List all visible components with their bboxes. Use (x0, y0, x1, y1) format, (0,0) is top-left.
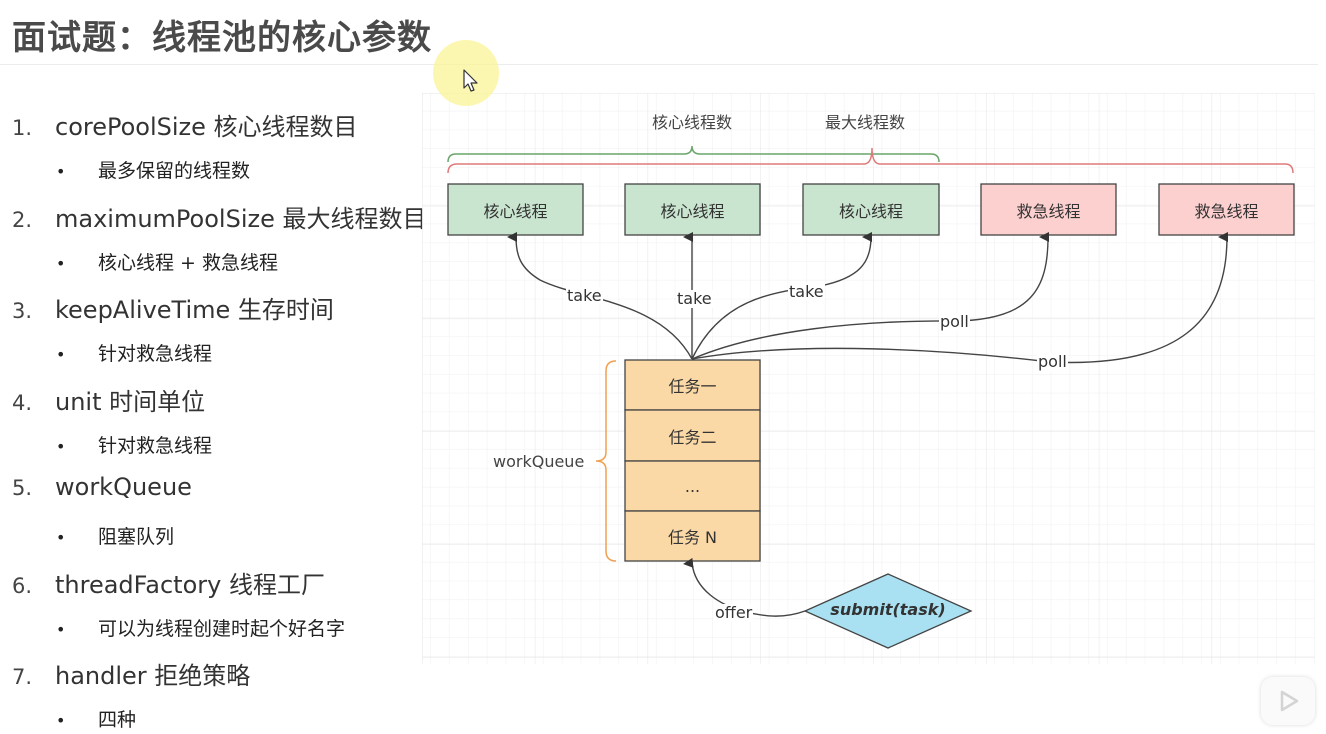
thread-label: 核心线程 (838, 201, 903, 221)
core-thread-box (802, 183, 940, 236)
emergency-thread-box (1158, 183, 1295, 236)
queue-slot (624, 409, 761, 462)
note-text: 阻塞队列 (98, 526, 175, 548)
note-text: 最多保留的线程数 (98, 160, 251, 182)
mouse-pointer-icon (463, 69, 478, 92)
workqueue-label: workQueue (493, 452, 585, 471)
offer-label: offer (714, 603, 754, 622)
bullet-icon: • (56, 437, 66, 456)
submit-label: submit(task) (830, 600, 946, 619)
note-text: 针对救急线程 (98, 435, 213, 457)
task-label: 任务 N (667, 528, 718, 547)
edge-label: poll (939, 312, 970, 331)
task-label: 任务二 (668, 427, 717, 447)
edge-label: take (788, 282, 825, 301)
param-item: 1. corePoolSize 核心线程数目 (12, 107, 358, 142)
param-item: 2. maximumPoolSize 最大线程数目 (12, 199, 426, 234)
param-note: • 针对救急线程 (56, 431, 212, 458)
param-name: keepAliveTime 生存时间 (55, 296, 334, 324)
param-note: • 阻塞队列 (56, 522, 174, 549)
param-name: maximumPoolSize 最大线程数目 (55, 205, 427, 233)
max-count-label: 最大线程数 (825, 113, 906, 132)
queue-slot (624, 460, 761, 512)
queue-slot (624, 510, 761, 562)
grid-background (422, 93, 1315, 664)
bullet-icon: • (56, 528, 66, 547)
emergency-thread-box (980, 183, 1117, 236)
slide-title: 面试题：线程池的核心参数 (12, 18, 432, 58)
param-item: 4. unit 时间单位 (12, 382, 205, 417)
edge-label: take (566, 286, 603, 305)
edge-label: poll (1037, 352, 1068, 371)
core-thread-box (447, 183, 584, 236)
note-text: 可以为线程创建时起个好名字 (98, 618, 346, 640)
item-number: 1. (12, 116, 33, 140)
thread-label: 救急线程 (1194, 201, 1259, 221)
item-number: 7. (12, 665, 33, 689)
title-divider (0, 64, 1318, 65)
param-item: 7. handler 拒绝策略 (12, 656, 250, 691)
note-text: 针对救急线程 (98, 343, 213, 365)
param-name: unit 时间单位 (55, 388, 206, 416)
param-name: corePoolSize 核心线程数目 (55, 113, 358, 141)
item-number: 5. (12, 476, 33, 500)
bullet-icon: • (56, 254, 66, 273)
param-note: • 最多保留的线程数 (56, 156, 250, 183)
thread-label: 核心线程 (483, 201, 548, 221)
play-icon (1280, 690, 1299, 712)
thread-label: 救急线程 (1016, 201, 1081, 221)
max-brace (447, 147, 1294, 174)
param-name: workQueue (55, 473, 192, 501)
queue-brace (595, 360, 617, 562)
bullet-icon: • (56, 620, 66, 639)
param-item: 6. threadFactory 线程工厂 (12, 565, 325, 600)
param-name: handler 拒绝策略 (55, 662, 251, 690)
param-note: • 针对救急线程 (56, 339, 212, 366)
take-edge (507, 231, 693, 360)
item-number: 2. (12, 208, 33, 232)
bullet-icon: • (56, 162, 66, 181)
param-note: • 核心线程 + 救急线程 (56, 248, 278, 275)
task-label: ... (684, 476, 701, 496)
param-item: 5. workQueue (12, 473, 192, 501)
note-text: 四种 (98, 709, 137, 731)
task-label: 任务一 (668, 377, 717, 396)
bullet-icon: • (56, 711, 66, 730)
thread-label: 核心线程 (660, 201, 725, 221)
item-number: 3. (12, 299, 33, 323)
queue-slot (624, 359, 761, 411)
param-note: • 四种 (56, 705, 136, 732)
edge-label: take (676, 289, 713, 308)
bullet-icon: • (56, 345, 66, 364)
note-text: 核心线程 + 救急线程 (98, 252, 278, 274)
video-play-button[interactable] (1261, 677, 1315, 725)
param-item: 3. keepAliveTime 生存时间 (12, 290, 334, 325)
param-note: • 可以为线程创建时起个好名字 (56, 614, 345, 641)
param-name: threadFactory 线程工厂 (55, 571, 325, 599)
core-count-label: 核心线程数 (652, 113, 733, 132)
submit-diamond (803, 573, 973, 649)
core-brace (447, 145, 940, 163)
item-number: 4. (12, 391, 33, 415)
core-thread-box (624, 183, 761, 236)
item-number: 6. (12, 574, 33, 598)
